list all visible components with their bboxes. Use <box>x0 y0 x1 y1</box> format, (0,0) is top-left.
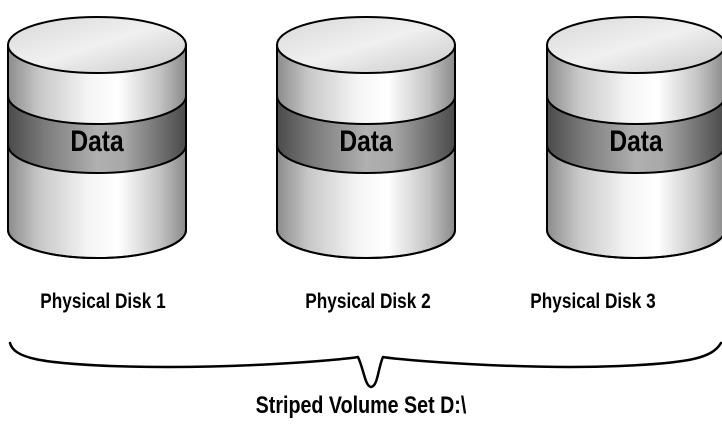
disk-2-cylinder <box>276 16 456 259</box>
disk-2-data-label: Data <box>339 125 393 158</box>
disk-3-data-label: Data <box>609 125 663 158</box>
disk-1-label: Physical Disk 1 <box>40 290 166 313</box>
disk-1-cylinder <box>7 16 187 259</box>
volume-label: Striped Volume Set D:\ <box>255 392 467 419</box>
disk-1-data-label: Data <box>70 125 124 158</box>
disk-3-cylinder <box>546 16 722 259</box>
disk-2-label: Physical Disk 2 <box>305 290 431 313</box>
disk-3-label: Physical Disk 3 <box>530 290 656 313</box>
grouping-brace <box>8 341 722 389</box>
